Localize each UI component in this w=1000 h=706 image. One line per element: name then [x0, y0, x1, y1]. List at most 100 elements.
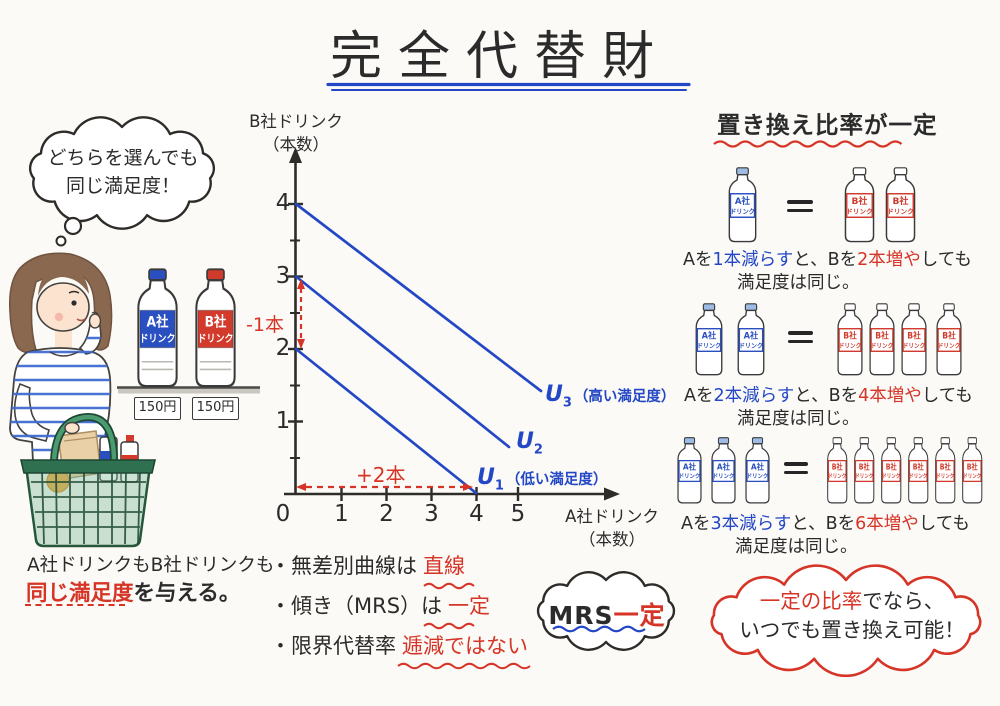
tick-label: 1 — [334, 501, 349, 527]
bottle-b-icon: B社 ドリンク — [869, 303, 895, 376]
svg-text:B社: B社 — [942, 330, 956, 341]
minus-one-label: -1本 — [246, 314, 284, 336]
svg-text:B社: B社 — [843, 330, 857, 341]
row-bottle-b: B社 ドリンク — [826, 437, 849, 505]
bottle-b-icon: B社 ドリンク — [908, 437, 929, 504]
bottle-a-icon: A社 ドリンク — [137, 268, 178, 388]
row-bottle-b: B社 ドリンク — [853, 437, 876, 505]
thought-bubble-line1: どちらを選んでも — [47, 147, 199, 169]
svg-text:B社: B社 — [886, 462, 897, 472]
row-bottle-a: A社 ドリンク — [710, 437, 737, 505]
svg-text:ドリンク: ドリンク — [739, 342, 763, 350]
x-axis-label-line2: （本数） — [579, 530, 645, 549]
svg-text:ドリンク: ドリンク — [828, 471, 846, 480]
row-caption-segment: Aを — [681, 514, 711, 534]
svg-text:ドリンク: ドリンク — [855, 471, 873, 480]
note-line-1: ・無差別曲線は直線 — [270, 554, 465, 578]
bottle-b-icon: B社 ドリンク — [827, 437, 848, 504]
svg-text:ドリンク: ドリンク — [936, 471, 954, 480]
bottle-b-icon: B社 ドリンク — [936, 303, 962, 376]
thought-bubble-text: どちらを選んでも 同じ満足度！ — [33, 144, 213, 200]
tick-label: 5 — [510, 501, 526, 527]
bottle-a-icon: A社 ドリンク — [737, 303, 765, 376]
y-axis-label-line1: B社ドリンク — [249, 112, 343, 131]
svg-text:A社: A社 — [717, 461, 730, 471]
bottle-b-icon: B社 ドリンク — [881, 437, 902, 504]
svg-text:B社: B社 — [907, 330, 921, 341]
tick-label: 2 — [275, 335, 291, 361]
x-axis-label: A社ドリンク （本数） — [562, 505, 662, 551]
row-bottle-b: B社 ドリンク — [935, 303, 963, 377]
svg-text:B社: B社 — [893, 195, 909, 207]
row-bottle-b: B社 ドリンク — [934, 437, 957, 505]
note-line-2: ・傾き（MRS）は一定 — [270, 594, 491, 618]
row-bottle-a: A社 ドリンク — [736, 303, 766, 377]
red-bubble-line2: いつでも置き換え可能！ — [739, 618, 965, 642]
page-title: 完全代替財 — [330, 27, 671, 87]
equals-sign — [784, 462, 808, 475]
price-tag-b: 150円 — [192, 397, 239, 420]
row-caption-segment: しても — [918, 514, 970, 534]
row-bottle-b: B社 ドリンク — [836, 303, 864, 377]
row-bottle-a: A社 ドリンク — [694, 303, 724, 377]
row-caption-segment: しても — [920, 250, 972, 270]
svg-text:A社: A社 — [735, 195, 750, 207]
y-axis-label-line2: （本数） — [263, 135, 329, 154]
svg-text:B社: B社 — [940, 462, 951, 472]
svg-text:ドリンク: ドリンク — [909, 471, 927, 480]
row-caption-segment: Aを — [684, 386, 714, 406]
row-bottle-b: B社 ドリンク — [880, 437, 903, 505]
left-caption-line1: A社ドリンクもB社ドリンクも — [27, 555, 275, 576]
svg-text:ドリンク: ドリンク — [140, 333, 176, 345]
svg-text:A社: A社 — [751, 461, 764, 471]
tick-label: 2 — [379, 501, 394, 527]
row-caption-segment: Aを — [683, 250, 713, 270]
left-caption-rest: を与える。 — [133, 581, 241, 606]
tick-label: 3 — [275, 262, 291, 289]
row-caption-segment: と、Bを — [794, 386, 859, 406]
row-caption-segment: 2本減らす — [713, 386, 795, 406]
tick-label: 4 — [275, 190, 291, 216]
svg-text:B社: B社 — [832, 462, 843, 472]
row-caption-segment: 1本減らす — [712, 250, 794, 270]
bottle-a-icon: A社 ドリンク — [745, 437, 770, 504]
svg-text:ドリンク: ドリンク — [963, 471, 981, 480]
svg-text:ドリンク: ドリンク — [839, 341, 861, 349]
row-caption-segment: と、Bを — [791, 514, 856, 534]
row-caption-segment: 2本増や — [857, 250, 921, 270]
svg-text:A社: A社 — [683, 461, 696, 471]
bottle-a-icon: A社 ドリンク — [711, 437, 736, 504]
equals-sign — [787, 200, 813, 213]
mrs-bubble-black: MRS — [548, 601, 614, 630]
svg-text:B社: B社 — [205, 313, 227, 331]
plus-two-label: +2本 — [356, 463, 406, 487]
mrs-bubble-red: 一定 — [613, 601, 666, 630]
svg-text:ドリンク: ドリンク — [679, 472, 701, 480]
svg-text:A社: A社 — [702, 330, 717, 340]
u2-label: U2 — [516, 429, 543, 458]
left-caption-red: 同じ満足度 — [26, 581, 134, 606]
svg-text:B社: B社 — [852, 195, 868, 207]
svg-text:ドリンク: ドリンク — [198, 333, 234, 345]
left-caption-line2: 同じ満足度を与える。 — [26, 576, 240, 607]
bottle-b-icon: B社 ドリンク — [837, 303, 863, 376]
row-bottle-b: B社 ドリンク — [907, 437, 930, 505]
price-tag-a: 150円 — [134, 397, 181, 420]
shelf-bottle-b: B社 ドリンク — [193, 268, 238, 390]
row-caption-2: 満足度は同じ。 — [737, 273, 860, 293]
bottle-a-icon: A社 ドリンク — [695, 303, 723, 376]
svg-text:ドリンク: ドリンク — [730, 206, 755, 215]
svg-text:ドリンク: ドリンク — [903, 341, 925, 349]
bottle-b-icon: B社 ドリンク — [962, 437, 983, 504]
bottle-b-icon: B社 ドリンク — [885, 167, 916, 243]
row-caption-segment: 6本増や — [855, 514, 919, 534]
graph-axes — [284, 147, 620, 501]
svg-text:ドリンク: ドリンク — [887, 207, 913, 216]
note-line-3: ・限界代替率逓減ではない — [270, 634, 528, 658]
shelf-bottle-a: A社 ドリンク — [135, 268, 180, 390]
bottle-b-icon: B社 ドリンク — [844, 167, 875, 243]
row-caption-segment: 4本増や — [858, 386, 922, 406]
u1-label: U1（低い満足度） — [477, 465, 608, 494]
x-axis-label-line1: A社ドリンク — [565, 507, 659, 526]
